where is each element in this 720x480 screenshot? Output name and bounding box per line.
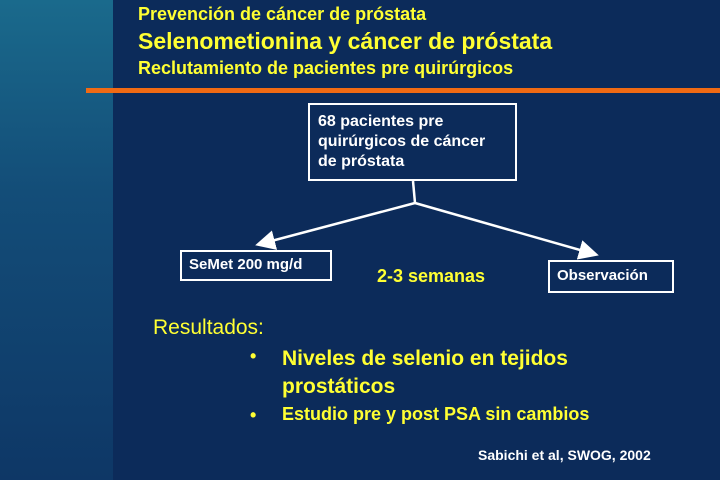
bullet-symbol: • [250,405,257,425]
side-gradient-strip [0,0,113,480]
slide-title: Selenometionina y cáncer de próstata [138,28,553,54]
observation-box: Observación [548,260,674,293]
semet-box: SeMet 200 mg/d [180,250,332,281]
result-bullet-2: Estudio pre y post PSA sin cambios [282,404,590,424]
arrow-left [255,201,416,250]
patients-box: 68 pacientes pre quirúrgicos de cáncer d… [308,103,517,181]
citation: Sabichi et al, SWOG, 2002 [478,447,651,463]
duration-label: 2-3 semanas [377,266,486,286]
arrow-right [414,201,599,260]
results-heading: Resultados: [153,316,264,339]
header-line1: Prevención de cáncer de próstata [138,4,427,24]
header-line3: Reclutamiento de pacientes pre quirúrgic… [138,58,514,78]
result-bullet-1: Niveles de selenio en tejidos prostático… [282,347,568,398]
bullet-symbol: • [250,346,257,366]
stem-line [411,180,417,204]
orange-divider [86,88,720,93]
